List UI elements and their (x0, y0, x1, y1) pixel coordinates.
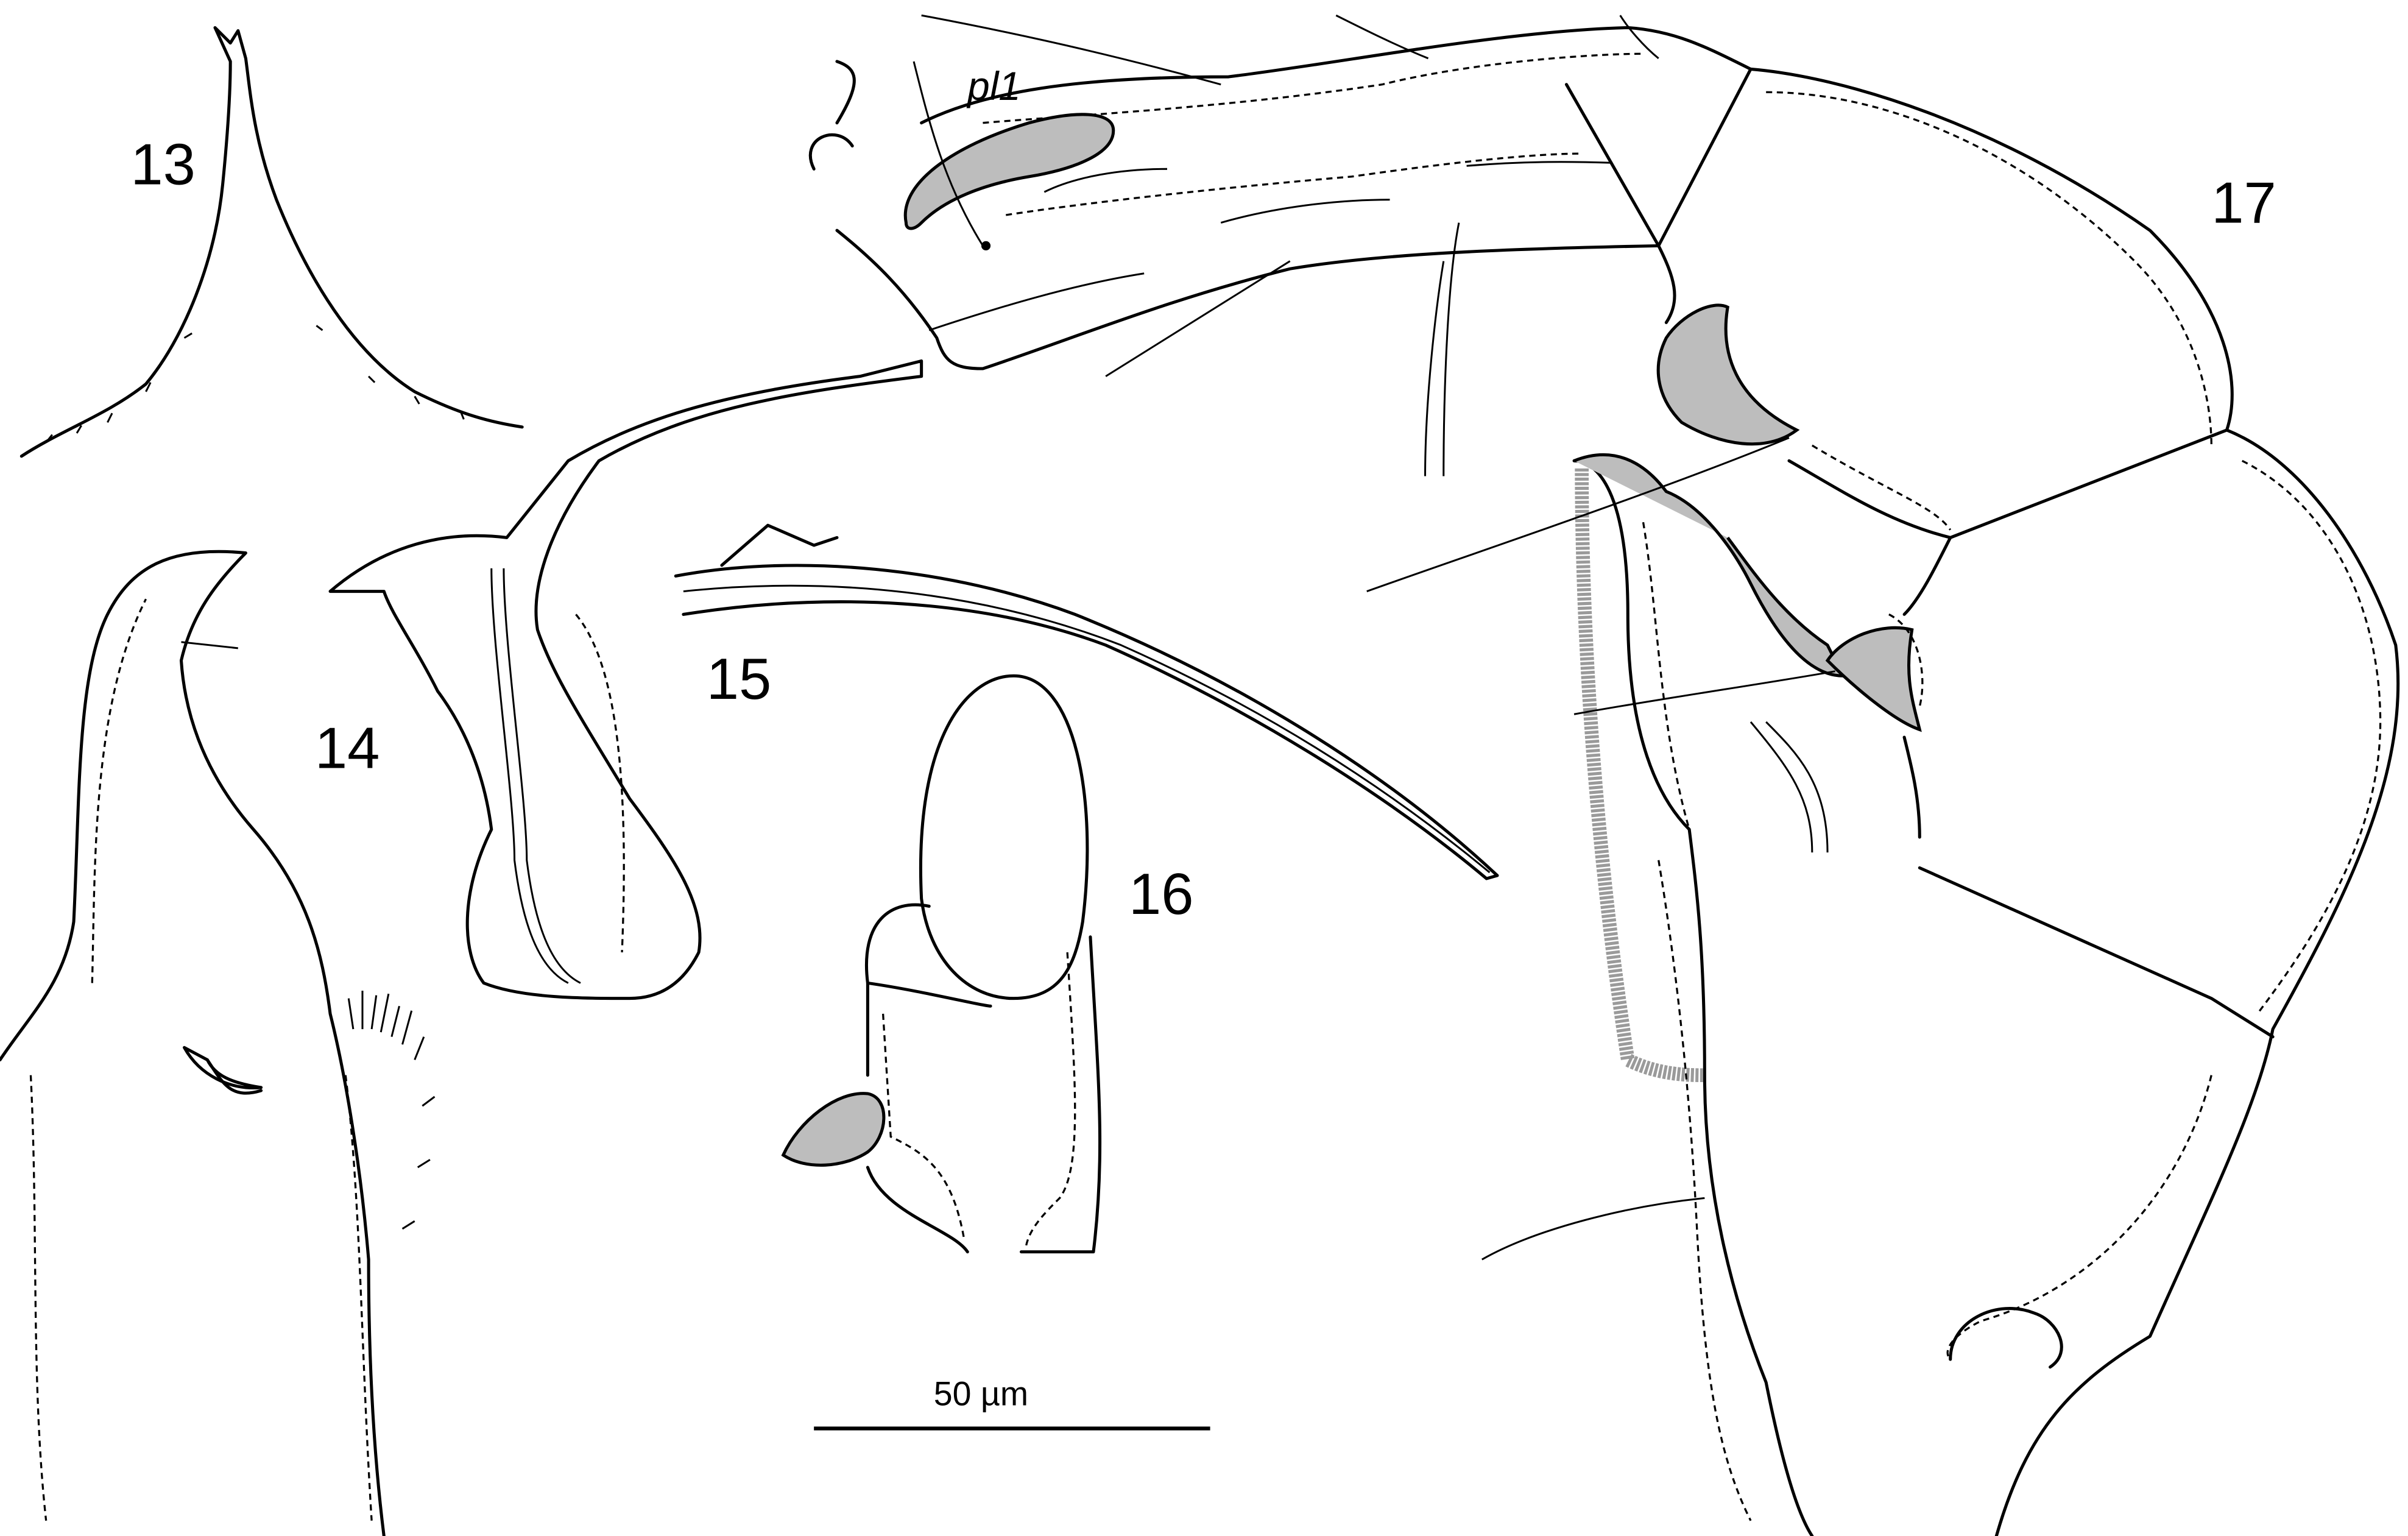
fig15-label: 15 (707, 646, 772, 712)
fig14-label: 14 (315, 716, 380, 781)
fig13-drawing: 13 (19, 26, 524, 458)
pl1-annotation: pl1 (966, 64, 1020, 108)
fig17-label: 17 (2211, 171, 2276, 236)
fig15-drawing: 15 (674, 523, 1499, 880)
fig16-drawing: 16 (781, 674, 1194, 1254)
fig14-claw (328, 359, 923, 1000)
fig13-label: 13 (130, 132, 196, 197)
fig14-drawing: 14 (0, 550, 436, 1536)
fig16-label: 16 (1129, 862, 1194, 927)
fig17-drawing: 17 pl1 (808, 14, 2400, 1536)
scale-bar: 50 µm (814, 1375, 1210, 1431)
scale-bar-label: 50 µm (934, 1375, 1028, 1413)
